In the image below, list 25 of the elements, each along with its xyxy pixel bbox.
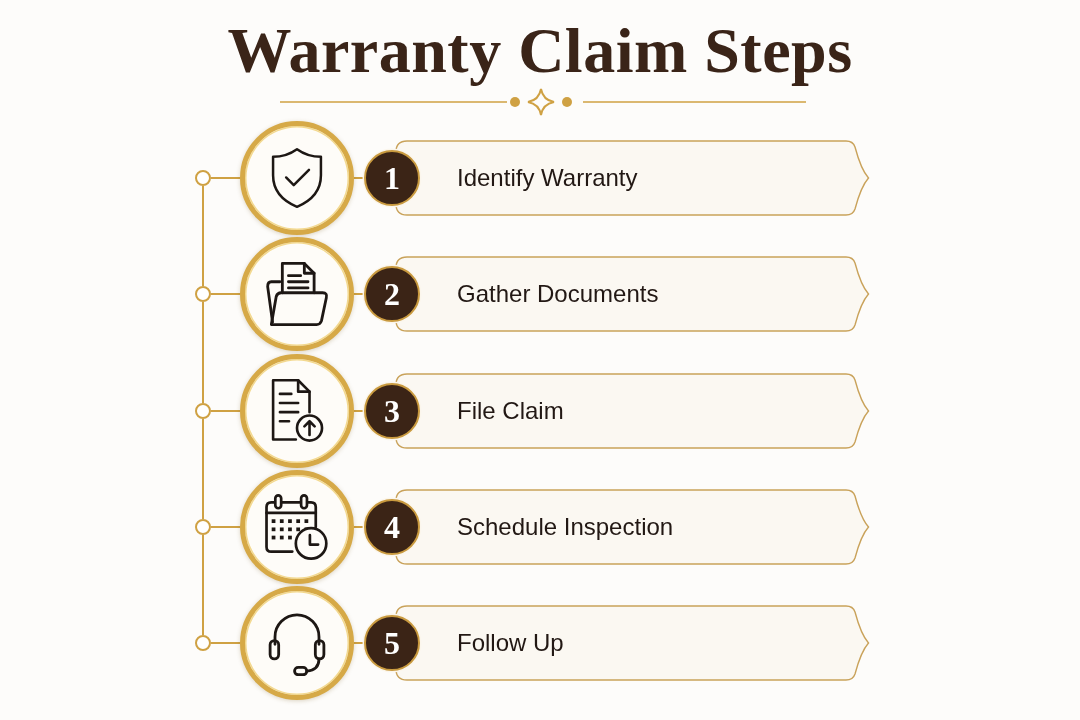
connector-line xyxy=(210,642,241,644)
step-label: Follow Up xyxy=(457,629,564,657)
connector-line xyxy=(210,177,241,179)
timeline-ring xyxy=(195,286,211,302)
connector-line xyxy=(202,418,204,520)
connector-line xyxy=(210,410,241,412)
step-label: Identify Warranty xyxy=(457,164,638,192)
timeline-ring xyxy=(195,635,211,651)
connector-line xyxy=(202,534,204,636)
connector-line xyxy=(210,293,241,295)
title: Warranty Claim Steps xyxy=(227,14,853,88)
timeline-ring xyxy=(195,519,211,535)
timeline-ring xyxy=(195,403,211,419)
step-label: File Claim xyxy=(457,397,564,425)
connector-line xyxy=(202,185,204,287)
step-label: Gather Documents xyxy=(457,280,659,308)
step-number-badge: 3 xyxy=(364,383,420,439)
connector-line xyxy=(210,526,241,528)
timeline-ring xyxy=(195,170,211,186)
step-number-badge: 5 xyxy=(364,615,420,671)
step-label: Schedule Inspection xyxy=(457,513,674,541)
step-number-badge: 4 xyxy=(364,499,420,555)
connector-line xyxy=(202,301,204,404)
step-number-badge: 2 xyxy=(364,266,420,322)
step-number-badge: 1 xyxy=(364,150,420,206)
